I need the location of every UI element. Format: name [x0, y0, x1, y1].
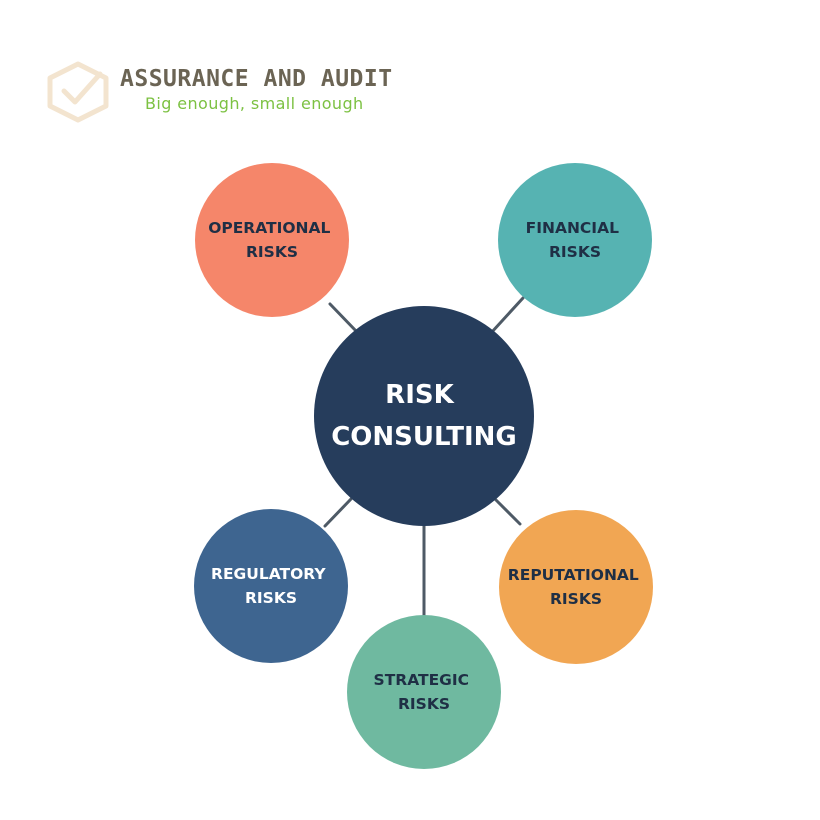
node-operational: OPERATIONAL RISKS	[195, 163, 349, 317]
node-label-line: FINANCIAL	[526, 219, 619, 237]
node-label-line: OPERATIONAL	[208, 219, 330, 237]
node-label-line: RISKS	[245, 589, 297, 607]
node-label-line: RISKS	[398, 695, 450, 713]
center-label-line: CONSULTING	[331, 422, 517, 452]
node-circle	[195, 163, 349, 317]
node-label: OPERATIONAL RISKS	[208, 219, 336, 261]
node-circle	[347, 615, 501, 769]
node-financial: FINANCIAL RISKS	[498, 163, 652, 317]
connector-financial	[489, 296, 525, 335]
hexagon-check-icon	[47, 61, 109, 123]
center-node: RISK CONSULTING	[314, 306, 534, 526]
center-circle	[314, 306, 534, 526]
node-circle	[499, 510, 653, 664]
node-circle	[498, 163, 652, 317]
node-label: STRATEGIC RISKS	[374, 671, 475, 713]
brand-logo: ASSURANCE AND AUDIT Big enough, small en…	[44, 60, 424, 124]
node-label-line: RISKS	[549, 243, 601, 261]
node-label-line: REPUTATIONAL	[508, 566, 639, 584]
node-label-line: RISKS	[550, 590, 602, 608]
connector-reputational	[494, 498, 522, 526]
node-strategic: STRATEGIC RISKS	[347, 615, 501, 769]
node-label-line: REGULATORY	[211, 565, 326, 583]
node-reputational: REPUTATIONAL RISKS	[499, 510, 653, 664]
brand-title: ASSURANCE AND AUDIT	[120, 66, 393, 92]
node-label: FINANCIAL RISKS	[526, 219, 625, 261]
node-regulatory: REGULATORY RISKS	[194, 509, 348, 663]
node-label: REPUTATIONAL RISKS	[508, 566, 644, 608]
connector-operational	[328, 302, 359, 334]
node-circle	[194, 509, 348, 663]
center-label: RISK CONSULTING	[331, 380, 517, 452]
connector-regulatory	[323, 497, 353, 528]
connectors	[323, 296, 525, 617]
brand-tagline: Big enough, small enough	[145, 94, 364, 113]
node-label-line: RISKS	[246, 243, 298, 261]
center-label-line: RISK	[385, 380, 454, 410]
node-label: REGULATORY RISKS	[211, 565, 331, 607]
node-label-line: STRATEGIC	[374, 671, 470, 689]
